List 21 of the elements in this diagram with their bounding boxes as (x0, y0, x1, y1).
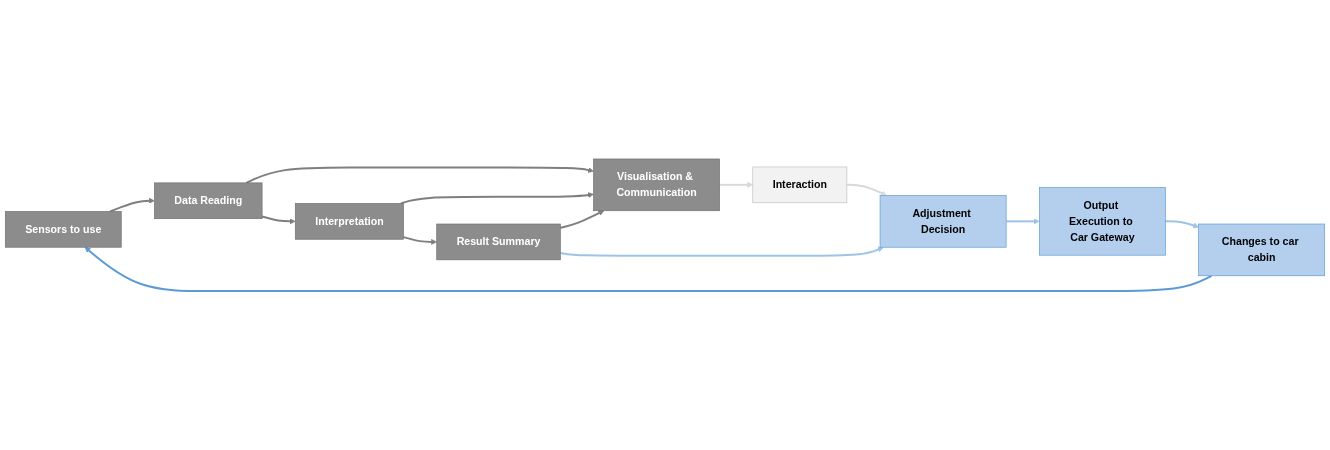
arrow (718, 181, 754, 188)
node-box: Visualisation & Communication (593, 158, 720, 212)
arrow (400, 192, 594, 205)
arrow (559, 246, 884, 257)
node-box: Sensors to use (4, 211, 122, 248)
node-box: Output Execution to Car Gateway (1039, 187, 1166, 256)
arrow (559, 210, 605, 229)
node-box: Data Reading (154, 182, 263, 220)
node-box: Interpretation (294, 203, 404, 240)
arrow (845, 183, 887, 196)
arrow (84, 246, 1213, 293)
node-box: Interaction (752, 166, 848, 204)
arrow (1164, 220, 1199, 229)
arrow (109, 197, 155, 213)
node-box: Adjustment Decision (879, 195, 1007, 248)
arrow (402, 236, 437, 245)
arrow (1005, 218, 1040, 225)
arrow (261, 215, 296, 225)
node-box: Changes to car cabin (1198, 223, 1325, 277)
arrow (245, 166, 594, 184)
node-box: Result Summary (436, 223, 561, 261)
